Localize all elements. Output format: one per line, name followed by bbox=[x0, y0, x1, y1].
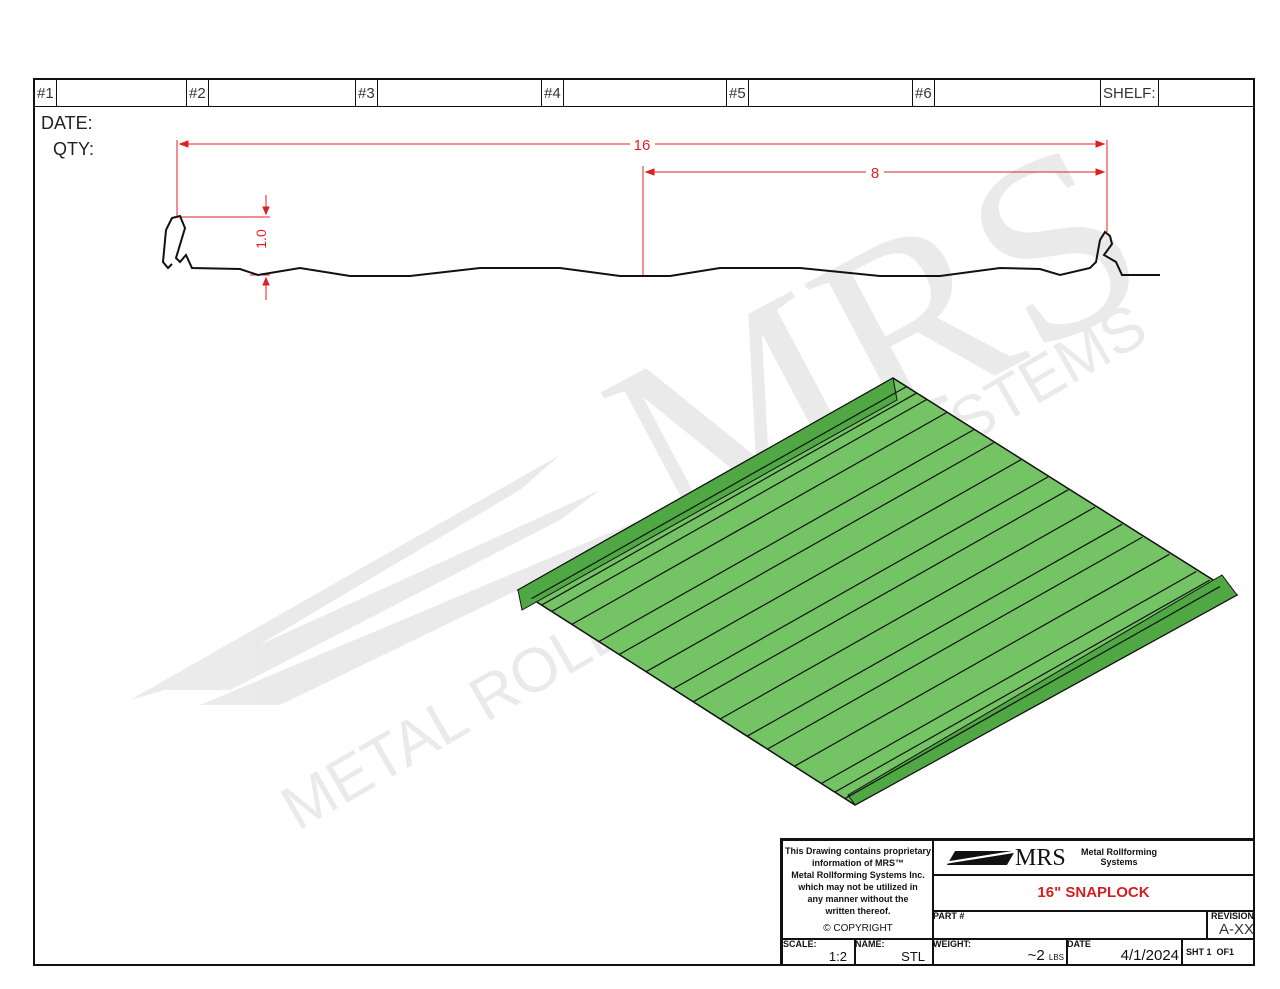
mrs-logo: MRS bbox=[1015, 845, 1066, 871]
date-cell: DATE 4/1/2024 bbox=[1066, 938, 1183, 966]
dimensions bbox=[176, 140, 1108, 300]
proprietary-notice: This Drawing contains proprietary inform… bbox=[782, 840, 934, 940]
slot-4: #4 bbox=[542, 80, 564, 106]
panel-rib-line bbox=[719, 506, 1096, 720]
name-cell: NAME: STL bbox=[854, 938, 934, 966]
drawing-frame: #1 #2 #3 #4 #5 #6 SHELF: DATE: QTY: This… bbox=[33, 78, 1255, 966]
notice-line: any manner without the bbox=[807, 894, 909, 904]
slot-2: #2 bbox=[187, 80, 209, 106]
panel-rib-line bbox=[618, 441, 995, 656]
date-value: 4/1/2024 bbox=[1120, 947, 1179, 964]
panel-rib-line bbox=[551, 398, 927, 613]
slot-shelf: SHELF: bbox=[1101, 80, 1159, 106]
qty-label: QTY: bbox=[53, 139, 95, 159]
drawing-title: 16" SNAPLOCK bbox=[932, 874, 1255, 912]
slot-5: #5 bbox=[727, 80, 749, 106]
notice-line: Metal Rollforming Systems Inc. bbox=[791, 870, 925, 880]
panel-rib-line bbox=[844, 586, 1221, 800]
panel-rib-line bbox=[645, 459, 1022, 673]
part-number-cell: PART # bbox=[932, 910, 1208, 940]
panel-rib-line bbox=[598, 429, 975, 643]
slot-1: #1 bbox=[35, 80, 57, 106]
panel-profile bbox=[161, 214, 1160, 277]
dim-overall: 16 bbox=[634, 137, 651, 154]
date-label: DATE: bbox=[41, 113, 93, 133]
copyright-icon: © bbox=[823, 923, 831, 934]
company-line: Systems bbox=[1100, 857, 1138, 867]
date-block-label: DATE bbox=[1067, 939, 1091, 949]
slot-3: #3 bbox=[356, 80, 378, 106]
revision-value: A-XX bbox=[1218, 921, 1254, 938]
scale-value: 1:2 bbox=[828, 949, 847, 964]
panel-rib-line bbox=[746, 523, 1123, 737]
panel-rib-line bbox=[821, 570, 1197, 785]
dim-rib-spacing: 8 bbox=[871, 165, 879, 182]
weight-label: WEIGHT: bbox=[933, 939, 971, 949]
dim-rib-height: 1.0 bbox=[253, 229, 269, 249]
panel-rib-line bbox=[794, 553, 1170, 767]
notice-line: information of MRS™ bbox=[812, 858, 904, 868]
title-block: This Drawing contains proprietary inform… bbox=[780, 838, 1255, 966]
logo-cell: MRS Metal Rollforming Systems bbox=[932, 840, 1255, 876]
part-label: PART # bbox=[933, 911, 965, 921]
notice-line: written thereof. bbox=[825, 906, 891, 916]
mrs-swoosh-icon bbox=[946, 851, 1016, 865]
panel-isometric bbox=[516, 377, 1239, 806]
panel-rib-line bbox=[541, 392, 917, 606]
revision-label: REVISION bbox=[1210, 911, 1254, 921]
notice-line: which may not be utilized in bbox=[798, 882, 918, 892]
weight-value: ~2 bbox=[1027, 947, 1045, 964]
panel-rib-line bbox=[767, 536, 1143, 750]
weight-unit: LBS bbox=[1048, 953, 1064, 962]
panel-rib-line bbox=[834, 579, 1211, 793]
panel-rib-line bbox=[531, 386, 907, 600]
company-line: Metal Rollforming bbox=[1081, 847, 1157, 857]
scale-cell: SCALE: 1:2 bbox=[782, 938, 856, 966]
header-slots: #1 #2 #3 #4 #5 #6 SHELF: bbox=[35, 80, 1253, 107]
name-label: NAME: bbox=[855, 939, 885, 949]
panel-rib-line bbox=[692, 489, 1069, 703]
weight-cell: WEIGHT: ~2 LBS bbox=[932, 938, 1068, 966]
watermark-swoosh bbox=[130, 455, 640, 705]
name-value: STL bbox=[901, 949, 925, 964]
revision-cell: REVISION A-XX bbox=[1206, 910, 1255, 940]
panel-rib-line bbox=[571, 411, 948, 625]
slot-6: #6 bbox=[913, 80, 935, 106]
notice-line: This Drawing contains proprietary bbox=[784, 846, 932, 856]
panel-rib-line bbox=[672, 476, 1049, 690]
sheet-number: SHT 1 OF1 bbox=[1181, 938, 1255, 966]
copyright-text: COPYRIGHT bbox=[833, 923, 893, 934]
scale-label: SCALE: bbox=[783, 939, 817, 949]
